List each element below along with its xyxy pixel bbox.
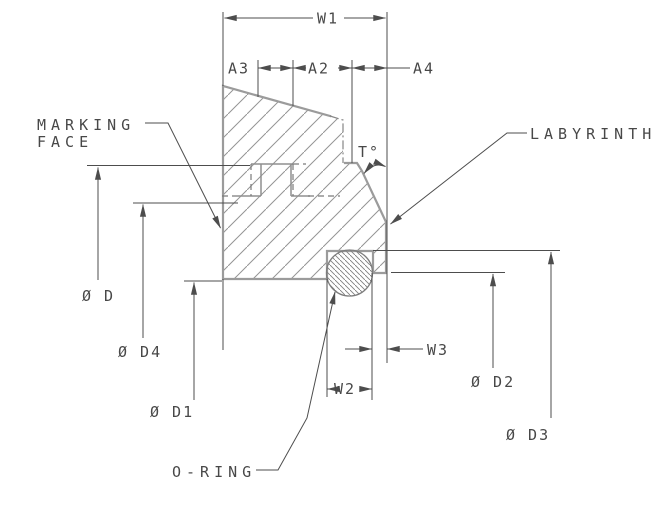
groove-hidden-edges [222,163,340,197]
dimension-w3: W3 [345,341,449,359]
callout-marking-face: MARKING FACE [37,116,221,229]
dim-label-w1: W1 [317,10,339,28]
dim-label-a2: A2 [308,60,330,78]
dimension-dia-d1: Ø D1 [150,281,198,421]
seal-body-cross-section [221,84,388,281]
part-outline [221,84,388,281]
dimension-dia-d2: Ø D2 [471,273,515,391]
label-marking-face-line1: MARKING [37,116,135,134]
callout-o-ring: O-RING [172,291,336,481]
dimension-a-row: A3 A2 A4 [228,60,435,78]
dim-label-w3: W3 [427,341,449,359]
callouts: MARKING FACE LABYRINTH O-RING [37,116,656,481]
label-o-ring: O-RING [172,463,256,481]
dimension-dia-d: Ø D [82,166,115,305]
dia-label-d2: Ø D2 [471,373,515,391]
dim-label-a3: A3 [228,60,250,78]
groove-solid-edges [238,163,310,197]
label-labyrinth: LABYRINTH [530,125,656,143]
phantom-mating-outline [329,115,344,163]
label-marking-face-line2: FACE [37,133,93,151]
dia-label-d4: Ø D4 [118,343,162,361]
angle-label-t: T° [358,143,380,161]
body-hatch [223,86,386,279]
callout-labyrinth: LABYRINTH [390,125,656,225]
dimension-dia-d3: Ø D3 [506,251,555,444]
o-ring-cross-section [325,249,374,297]
dia-label-d3: Ø D3 [506,426,550,444]
angle-dimension-t: T° [358,143,386,174]
dia-label-d: Ø D [82,287,115,305]
dimension-lines: W1 A3 A2 A4 T° W3 W2 [82,10,555,444]
dim-label-a4: A4 [413,60,435,78]
dim-label-w2: W2 [334,380,356,398]
dimension-dia-d4: Ø D4 [118,203,162,361]
dimension-w2: W2 [326,380,373,398]
dimension-w1: W1 [223,10,387,28]
dia-label-d1: Ø D1 [150,403,194,421]
